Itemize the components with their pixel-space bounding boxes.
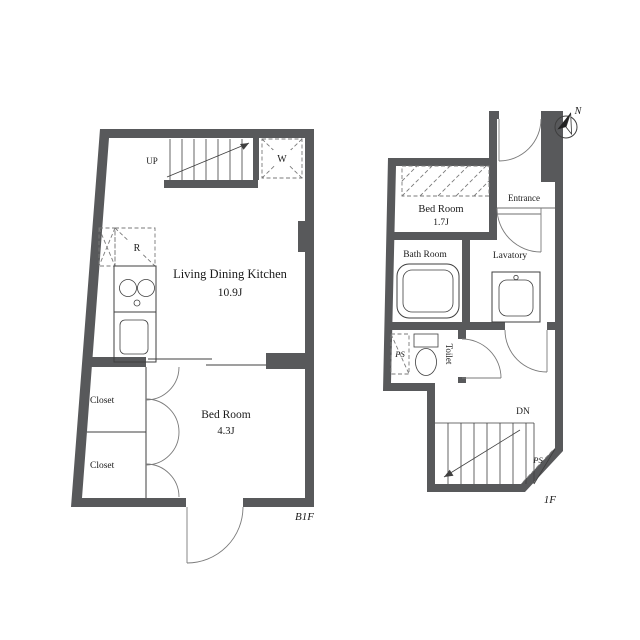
b1f-entrance-door	[186, 506, 244, 564]
b1f-entrance-opening	[186, 495, 243, 508]
f1-ps-corner	[522, 449, 554, 483]
b1f-bedroom-label: Bed Room	[201, 409, 251, 421]
f1-bathroom-label: Bath Room	[403, 250, 447, 260]
b1f-stair-divider-wall	[253, 138, 259, 180]
f1-walls	[383, 111, 563, 492]
f1-bathtub	[396, 263, 460, 319]
b1f-closet-door-arc	[145, 463, 180, 498]
f1-washbasin	[491, 271, 541, 323]
f1-toilet-east-wall-b	[458, 377, 466, 383]
b1f-washer-label: W	[277, 154, 287, 165]
f1-bath-lavatory-wall	[462, 240, 470, 322]
b1f-plan: UP W R	[71, 129, 314, 564]
b1f-washer-box: W	[261, 138, 303, 179]
b1f-floor-label: B1F	[295, 511, 314, 523]
b1f-kitchen-counter	[113, 265, 157, 363]
f1-toilet-label: Toilet	[444, 344, 454, 365]
b1f-stairs	[166, 139, 250, 180]
f1-ps-corner-label: PS	[532, 455, 543, 465]
f1-stairs	[435, 422, 556, 485]
f1-toilet-north-wall	[391, 322, 470, 330]
f1-bedroom-south-wall	[391, 232, 497, 240]
f1-toilet-fixture	[413, 333, 439, 376]
b1f-stove-burner	[137, 279, 155, 297]
f1-floor-label: 1F	[544, 494, 557, 506]
f1-lavatory-label: Lavatory	[493, 251, 528, 261]
f1-hall-door	[496, 207, 542, 253]
b1f-sink	[119, 319, 149, 355]
f1-toilet-east-wall-a	[458, 330, 466, 339]
b1f-closet-door-arc	[145, 366, 180, 401]
f1-toilet-door	[461, 338, 502, 379]
b1f-wall-stub-right	[298, 221, 314, 252]
b1f-closets	[87, 366, 180, 498]
f1-entrance-column	[541, 111, 563, 182]
f1-lavatory-door	[504, 329, 548, 373]
f1-ps-shaft	[390, 333, 410, 375]
f1-bedroom-size: 1.7J	[433, 218, 449, 228]
f1-lavatory-south-wall-a	[470, 322, 505, 330]
b1f-closet-door-arc	[145, 398, 180, 433]
f1-entrance-door	[498, 118, 542, 162]
f1-entrance-opening	[499, 109, 541, 120]
b1f-closet-door-arc	[145, 431, 180, 466]
f1-dn-label: DN	[516, 407, 530, 417]
b1f-stair-wall	[164, 180, 258, 188]
b1f-ldk-size: 10.9J	[218, 287, 243, 299]
b1f-bedroom-size: 4.3J	[217, 426, 234, 437]
f1-entrance-step	[497, 207, 555, 215]
b1f-ldk-label: Living Dining Kitchen	[173, 267, 288, 281]
b1f-partition-block	[266, 353, 305, 369]
f1-bedroom-east-wall	[489, 166, 497, 232]
f1-stairs-arrowhead	[444, 469, 454, 477]
b1f-stairs-arrowhead	[240, 143, 249, 150]
b1f-fridge-label: R	[134, 243, 141, 254]
b1f-stove-burner	[119, 279, 137, 297]
f1-entrance-label: Entrance	[508, 193, 540, 203]
f1-bedroom-label: Bed Room	[418, 204, 463, 215]
b1f-stove-burner-small	[133, 299, 141, 307]
b1f-closet-label-bottom: Closet	[90, 461, 115, 471]
f1-ps-label: PS	[394, 349, 405, 359]
f1-bedroom-hatch	[401, 165, 490, 197]
b1f-up-label: UP	[146, 156, 158, 166]
b1f-fridge-box: R	[114, 227, 156, 267]
b1f-closet-label-top: Closet	[90, 396, 115, 406]
b1f-sliding-door	[148, 358, 266, 366]
f1-plan: PS Toilet DN PS Bed Room 1.7J Entrance B…	[383, 109, 563, 506]
compass-north-label: N	[574, 106, 583, 117]
f1-lavatory-south-wall-b	[547, 322, 555, 330]
